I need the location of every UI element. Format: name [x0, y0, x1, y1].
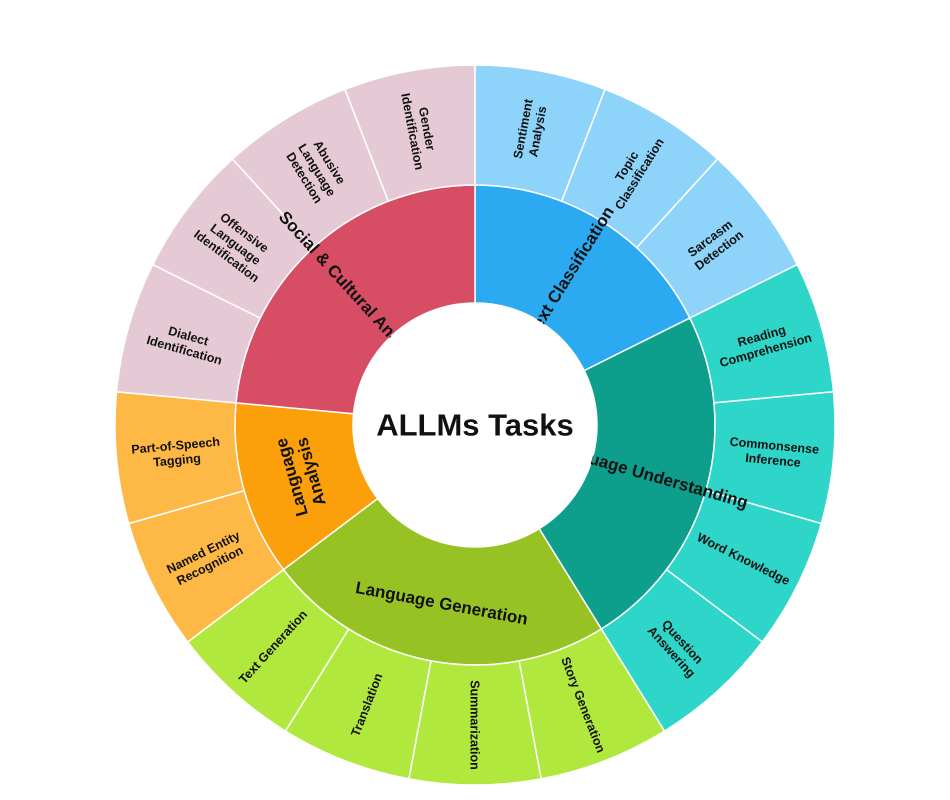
center-hole [353, 303, 597, 547]
task-label-summarization: Summarization [468, 680, 482, 770]
center-title: ALLMs Tasks [376, 408, 574, 443]
task-wedge-gender-identification [343, 64, 476, 203]
task-label-commonsense-inference: CommonsenseInference [728, 435, 820, 472]
task-label-abusive-language-detection: AbusiveLanguageDetection [283, 134, 351, 207]
task-label-part-of-speech-tagging: Part-of-SpeechTagging [131, 435, 222, 472]
